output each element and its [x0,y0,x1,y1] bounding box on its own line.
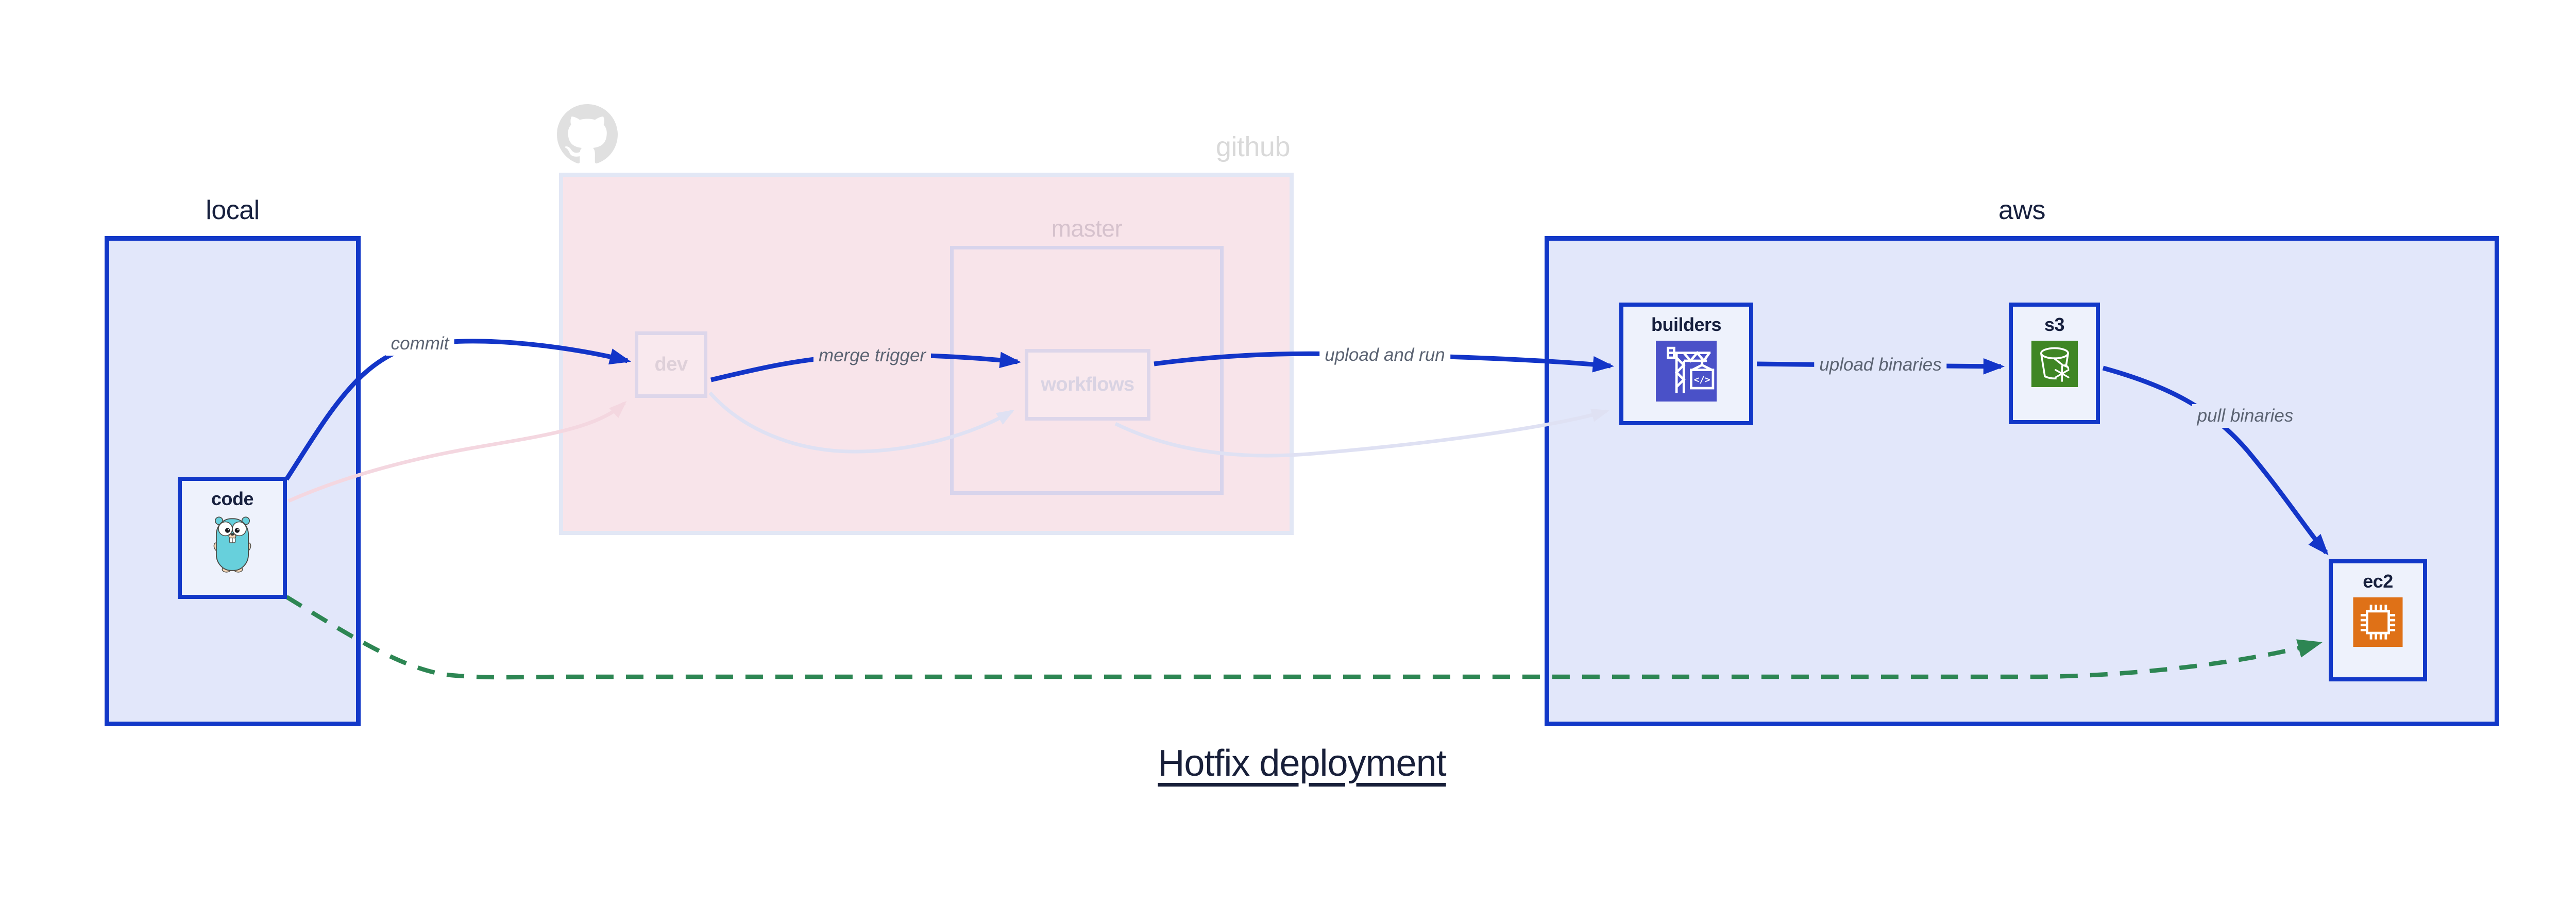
svg-text:</>: </> [1694,375,1710,385]
s3-label: s3 [2044,314,2065,335]
go-gopher-icon [213,516,251,573]
node-code: code [178,477,287,599]
ec2-chip-icon [2353,597,2403,647]
code-label: code [211,488,254,509]
edge-label-upload-and-run: upload and run [1319,343,1450,367]
edge-faded-dev-to-workflows [708,391,1015,454]
edge-faded-workflows-to-builders [1114,408,1609,458]
edge-pull-binaries [2102,365,2329,556]
edge-label-pull-binaries: pull binaries [2192,404,2299,428]
github-octocat-icon [557,104,618,164]
edge-faded-code-to-dev [287,400,627,503]
ec2-label: ec2 [2363,571,2393,592]
aws-label: aws [1998,195,2045,225]
github-label: github [1215,131,1291,162]
node-ec2: ec2 [2329,559,2427,681]
codebuild-crane-icon: </> [1656,341,1717,402]
local-label: local [206,195,260,225]
diagram-title: Hotfix deployment [1158,743,1446,784]
edge-label-merge-trigger: merge trigger [813,344,931,368]
workflows-label: workflows [1041,374,1134,395]
s3-glacier-bucket-icon [2031,341,2078,387]
master-label: master [1051,215,1123,242]
edge-label-commit: commit [385,332,454,356]
node-dev: dev [635,331,707,398]
edge-hotfix-dashed [285,595,2323,680]
container-master-branch [950,246,1224,495]
edge-label-upload-binaries: upload binaries [1814,353,1947,377]
node-workflows: workflows [1025,349,1150,421]
node-builders: builders </> [1619,303,1753,425]
edge-commit [284,339,631,481]
dev-label: dev [654,354,688,375]
builders-label: builders [1651,314,1722,335]
node-s3: s3 [2009,303,2100,424]
